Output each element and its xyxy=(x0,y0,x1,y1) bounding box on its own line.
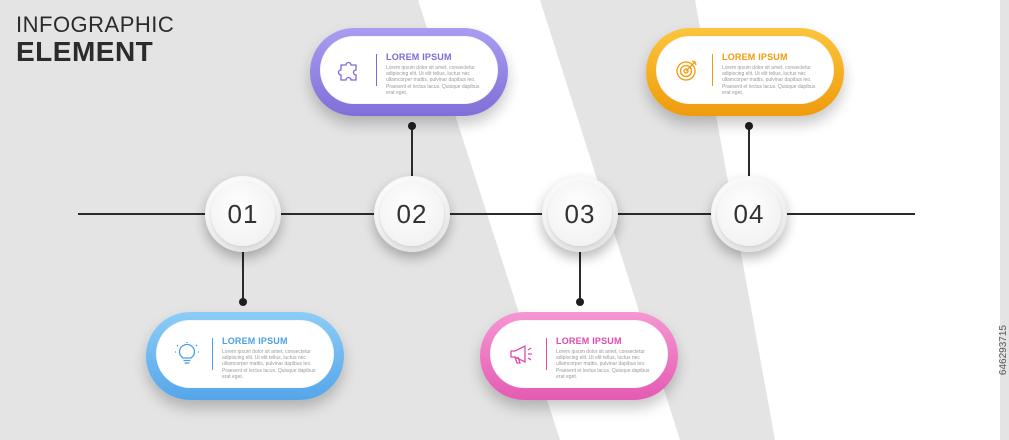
card-text: Lorem ipsum dolor sit amet, consectetur … xyxy=(556,349,650,380)
card-heading: LOREM IPSUM xyxy=(556,336,622,346)
card-heading: LOREM IPSUM xyxy=(386,52,452,62)
info-card-04: LOREM IPSUM Lorem ipsum dolor sit amet, … xyxy=(646,28,844,116)
connector-dot-03 xyxy=(576,298,584,306)
card-separator xyxy=(212,338,213,370)
infographic-title: INFOGRAPHIC ELEMENT xyxy=(16,14,174,66)
connector-dot-04 xyxy=(745,122,753,130)
connector-dot-01 xyxy=(239,298,247,306)
step-number: 01 xyxy=(227,198,259,229)
step-number: 04 xyxy=(733,198,765,229)
connector-01 xyxy=(242,250,244,302)
card-separator xyxy=(376,54,377,86)
card-heading: LOREM IPSUM xyxy=(222,336,288,346)
step-node-02: 02 xyxy=(374,176,450,252)
connector-02 xyxy=(411,127,413,179)
timeline-line xyxy=(78,213,915,215)
title-line-1: INFOGRAPHIC xyxy=(16,12,175,37)
card-separator xyxy=(546,338,547,370)
title-line-2: ELEMENT xyxy=(16,36,154,67)
info-card-02: LOREM IPSUM Lorem ipsum dolor sit amet, … xyxy=(310,28,508,116)
connector-03 xyxy=(579,250,581,302)
step-node-01: 01 xyxy=(205,176,281,252)
target-icon xyxy=(676,60,697,81)
card-text: Lorem ipsum dolor sit amet, consectetur … xyxy=(222,349,316,380)
connector-04 xyxy=(748,127,750,179)
step-number: 03 xyxy=(564,198,596,229)
puzzle-icon xyxy=(337,61,357,81)
info-card-01: LOREM IPSUM Lorem ipsum dolor sit amet, … xyxy=(146,312,344,400)
step-node-03: 03 xyxy=(542,176,618,252)
step-node-04: 04 xyxy=(711,176,787,252)
lightbulb-icon xyxy=(175,342,199,364)
connector-dot-02 xyxy=(408,122,416,130)
card-separator xyxy=(712,54,713,86)
card-text: Lorem ipsum dolor sit amet, consectetur … xyxy=(722,65,816,96)
info-card-03: LOREM IPSUM Lorem ipsum dolor sit amet, … xyxy=(480,312,678,400)
card-heading: LOREM IPSUM xyxy=(722,52,788,62)
card-text: Lorem ipsum dolor sit amet, consectetur … xyxy=(386,65,480,96)
megaphone-icon xyxy=(510,344,532,364)
step-number: 02 xyxy=(396,198,428,229)
stock-id-watermark: 646293715 xyxy=(998,325,1009,376)
